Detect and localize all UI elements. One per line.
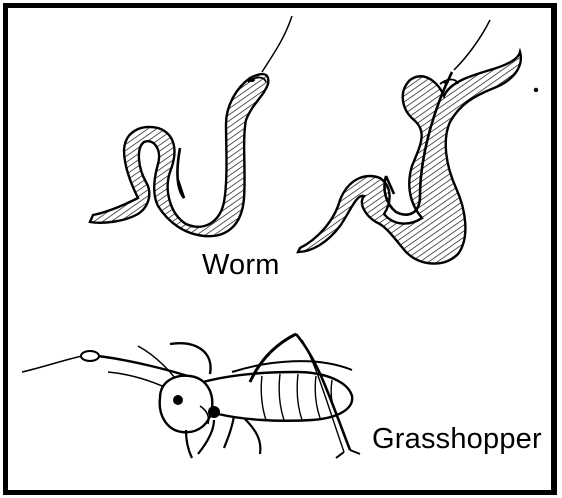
fishing-line <box>22 356 82 372</box>
grasshopper-head <box>160 376 213 433</box>
grasshopper-label: Grasshopper <box>372 425 542 454</box>
hook <box>177 148 184 198</box>
worm-body <box>298 52 521 264</box>
fishing-line <box>262 16 292 72</box>
worm-label: Worm <box>202 251 280 280</box>
fishing-line <box>454 20 490 70</box>
worm-on-hook-left <box>90 16 292 236</box>
grasshopper-on-hook <box>22 334 360 458</box>
ink-dot <box>534 88 538 92</box>
worm-on-hook-right <box>298 20 521 264</box>
